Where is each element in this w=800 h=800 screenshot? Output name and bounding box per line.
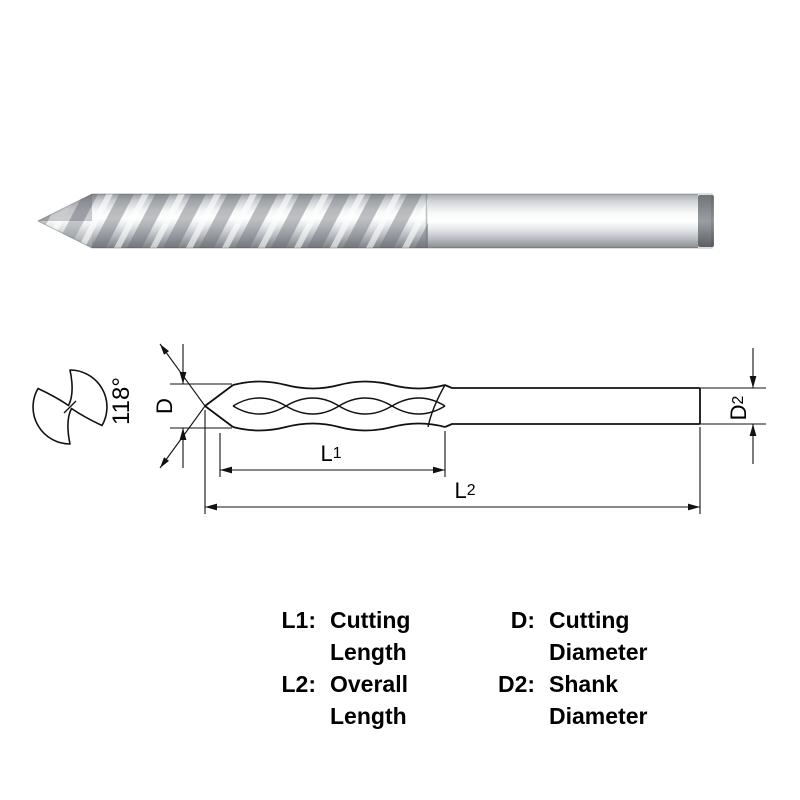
drill-end-view [32,369,108,445]
dimension-line-d2 [700,348,766,464]
legend-key: L2: [281,671,317,697]
cutting-diameter-label: D [152,398,177,414]
legend-key: D2: [497,671,536,697]
dimension-line-l2 [204,410,701,514]
drill-photo-shank [426,194,698,248]
legend-label: Cutting Length [330,607,411,665]
drill-photo [36,193,714,249]
legend-item-l1: L1: Cutting Length [270,604,433,668]
legend-key: D: [510,607,536,633]
drill-photo-endcap [698,195,714,247]
dimension-arrows [160,344,757,511]
legend-item-d2: D2: Shank Diameter [489,668,670,732]
dimension-line-d [170,344,232,468]
drill-side-view [204,380,701,432]
legend-label: Shank Diameter [549,671,648,729]
legend-label: Cutting Diameter [549,607,648,665]
dimension-drawing [32,343,766,514]
dimension-line-l1 [219,431,446,477]
dimension-lines [159,343,766,514]
legend: L1: Cutting Length D: Cutting Diameter L… [270,604,670,732]
legend-item-l2: L2: Overall Length [270,668,433,732]
legend-label: Overall Length [330,671,408,729]
chisel-edge-line [63,400,77,414]
legend-item-d: D: Cutting Diameter [489,604,670,668]
legend-key: L1: [281,607,317,633]
drill-photo-flutes [38,194,428,248]
